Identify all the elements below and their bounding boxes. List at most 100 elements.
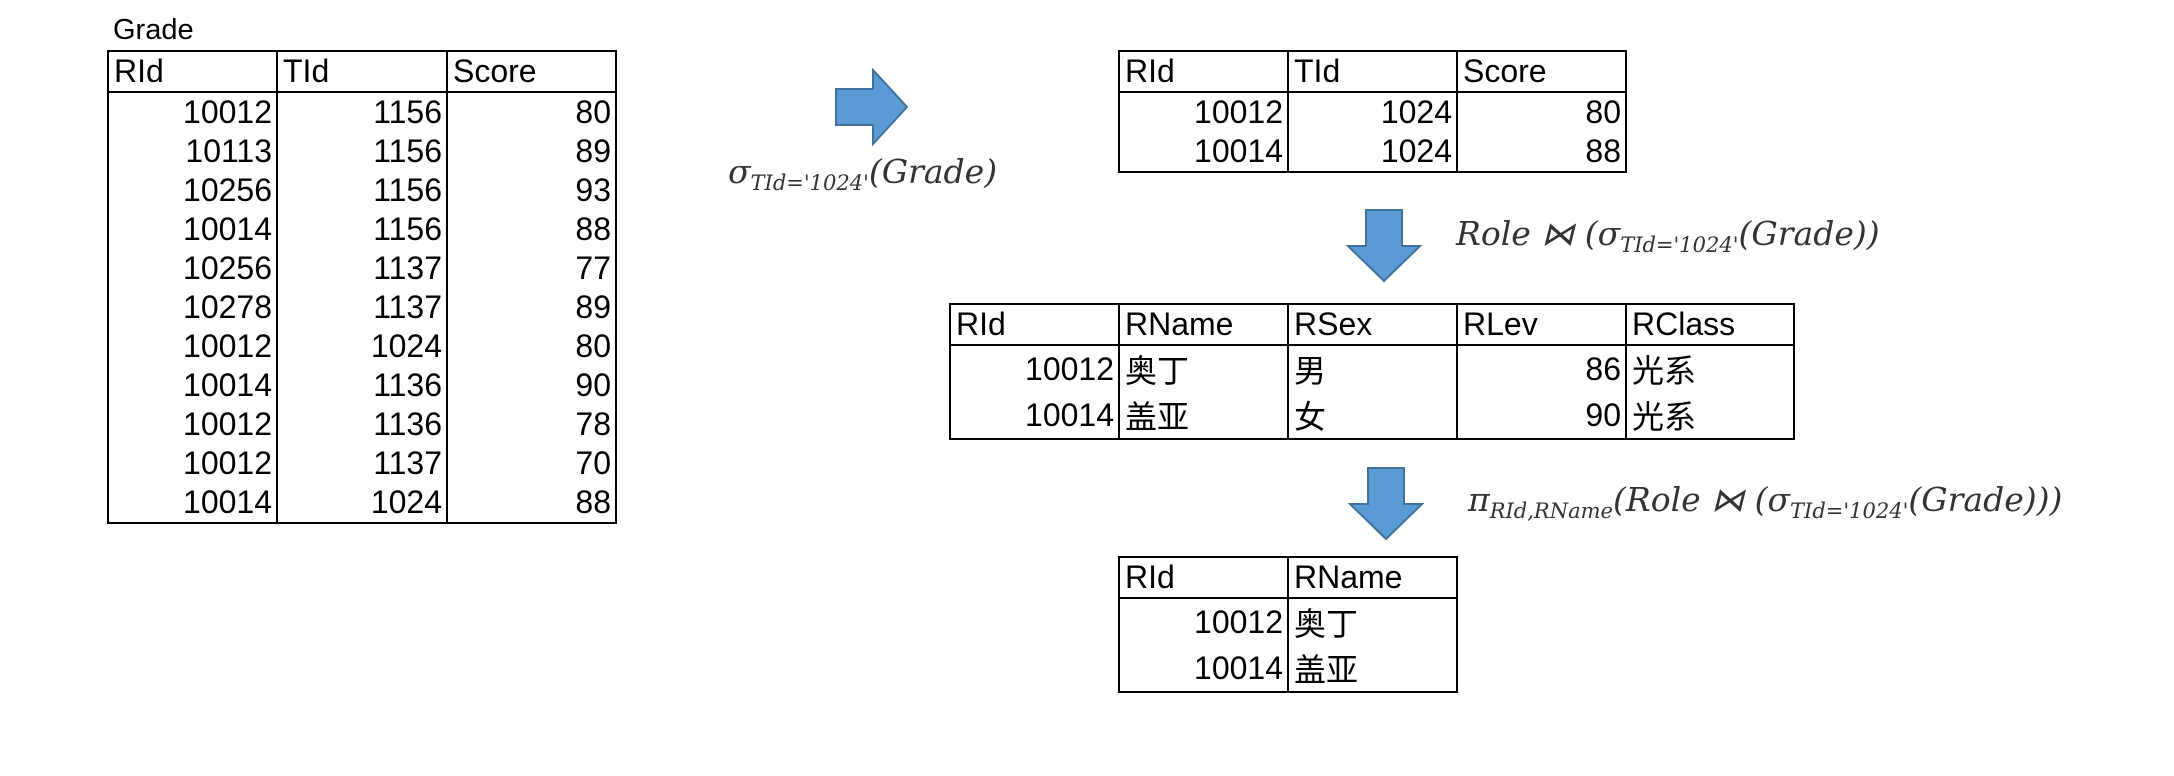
projection-selection-condition: TId='1024' [1790,499,1909,523]
table-row: 10014 1024 88 [1118,132,1627,173]
table-cell: 盖亚 [1118,392,1289,440]
table-row: 10012 1024 80 [1118,92,1627,132]
table-cell: 1136 [276,405,448,444]
table-cell: 1136 [276,366,448,405]
selection-table-header: RId TId Score [1118,50,1627,93]
table-cell: 1156 [276,171,448,210]
column-header: TId [1287,50,1458,93]
selection-result-table: RId TId Score 10012 1024 80 10014 1024 8… [1118,50,1627,173]
table-cell: 10014 [107,210,278,249]
table-cell: 奥丁 [1287,598,1458,645]
table-cell: 女 [1287,392,1458,440]
table-cell: 1137 [276,444,448,483]
join-expression-prefix: Role ⋈ (σ [1456,214,1621,253]
table-cell: 80 [446,92,617,132]
column-header: Score [446,50,617,93]
table-cell: 90 [446,366,617,405]
table-cell: 10012 [949,345,1120,392]
join-expression: Role ⋈ (σTId='1024'(Grade)) [1456,214,1880,257]
projection-table-header: RId RName [1118,556,1458,599]
table-cell: 1137 [276,249,448,288]
table-cell: 10012 [1118,92,1289,132]
table-cell: 88 [446,210,617,249]
column-header: RClass [1625,303,1795,346]
join-expression-suffix: (Grade)) [1738,214,1880,253]
table-cell: 1024 [276,327,448,366]
projection-attributes: RId,RName [1489,499,1613,523]
table-cell: 10012 [107,92,278,132]
projection-expression-suffix: (Grade))) [1908,480,2063,519]
table-cell: 88 [1456,132,1627,173]
selection-expression: σTId='1024'(Grade) [728,152,997,195]
table-cell: 10014 [949,392,1120,440]
table-cell: 光系 [1625,392,1795,440]
table-cell: 盖亚 [1287,645,1458,693]
table-cell: 80 [1456,92,1627,132]
column-header: RId [1118,50,1289,93]
projection-expression-middle: (Role ⋈ (σ [1612,480,1791,519]
table-cell: 男 [1287,345,1458,392]
table-cell: 80 [446,327,617,366]
column-header: RId [949,303,1120,346]
table-cell: 78 [446,405,617,444]
table-row: 10014 盖亚 女 90 光系 [949,392,1795,440]
column-header: RSex [1287,303,1458,346]
column-header: RId [1118,556,1289,599]
table-cell: 93 [446,171,617,210]
sigma-symbol: σ [728,152,751,191]
down-arrow-icon [1346,209,1422,283]
join-selection-condition: TId='1024' [1620,233,1739,257]
join-table-header: RId RName RSex RLev RClass [949,303,1795,346]
grade-table-header: RId TId Score [107,50,617,93]
table-cell: 1137 [276,288,448,327]
table-cell: 10014 [1118,645,1289,693]
table-cell: 90 [1456,392,1627,440]
join-result-table: RId RName RSex RLev RClass 10012 奥丁 男 86… [949,303,1795,440]
table-cell: 70 [446,444,617,483]
column-header: RId [107,50,278,93]
table-cell: 10012 [107,405,278,444]
selection-condition: TId='1024' [750,171,869,195]
column-header: TId [276,50,448,93]
pi-symbol: π [1468,480,1490,519]
table-cell: 89 [446,288,617,327]
table-cell: 奥丁 [1118,345,1289,392]
projection-expression: πRId,RName(Role ⋈ (σTId='1024'(Grade))) [1468,480,2062,523]
projection-result-table: RId RName 10012 奥丁 10014 盖亚 [1118,556,1458,693]
table-row: 10014 盖亚 [1118,645,1458,693]
table-cell: 89 [446,132,617,171]
table-cell: 10014 [107,483,278,524]
table-row: 10012 奥丁 男 86 光系 [949,345,1795,392]
column-header: RLev [1456,303,1627,346]
table-cell: 1024 [276,483,448,524]
table-cell: 10278 [107,288,278,327]
column-header: RName [1118,303,1289,346]
table-row: 10012 奥丁 [1118,598,1458,645]
table-cell: 88 [446,483,617,524]
selection-argument: (Grade) [868,152,998,191]
column-header: RName [1287,556,1458,599]
table-cell: 10113 [107,132,278,171]
table-cell: 10012 [107,444,278,483]
table-cell: 10256 [107,249,278,288]
column-header: Score [1456,50,1627,93]
grade-table-caption: Grade [113,14,194,46]
table-cell: 86 [1456,345,1627,392]
table-cell: 1156 [276,210,448,249]
table-cell: 10014 [107,366,278,405]
down-arrow-icon [1348,467,1424,541]
right-arrow-icon [835,68,909,146]
table-cell: 1024 [1287,132,1458,173]
table-cell: 10014 [1118,132,1289,173]
table-cell: 1024 [1287,92,1458,132]
